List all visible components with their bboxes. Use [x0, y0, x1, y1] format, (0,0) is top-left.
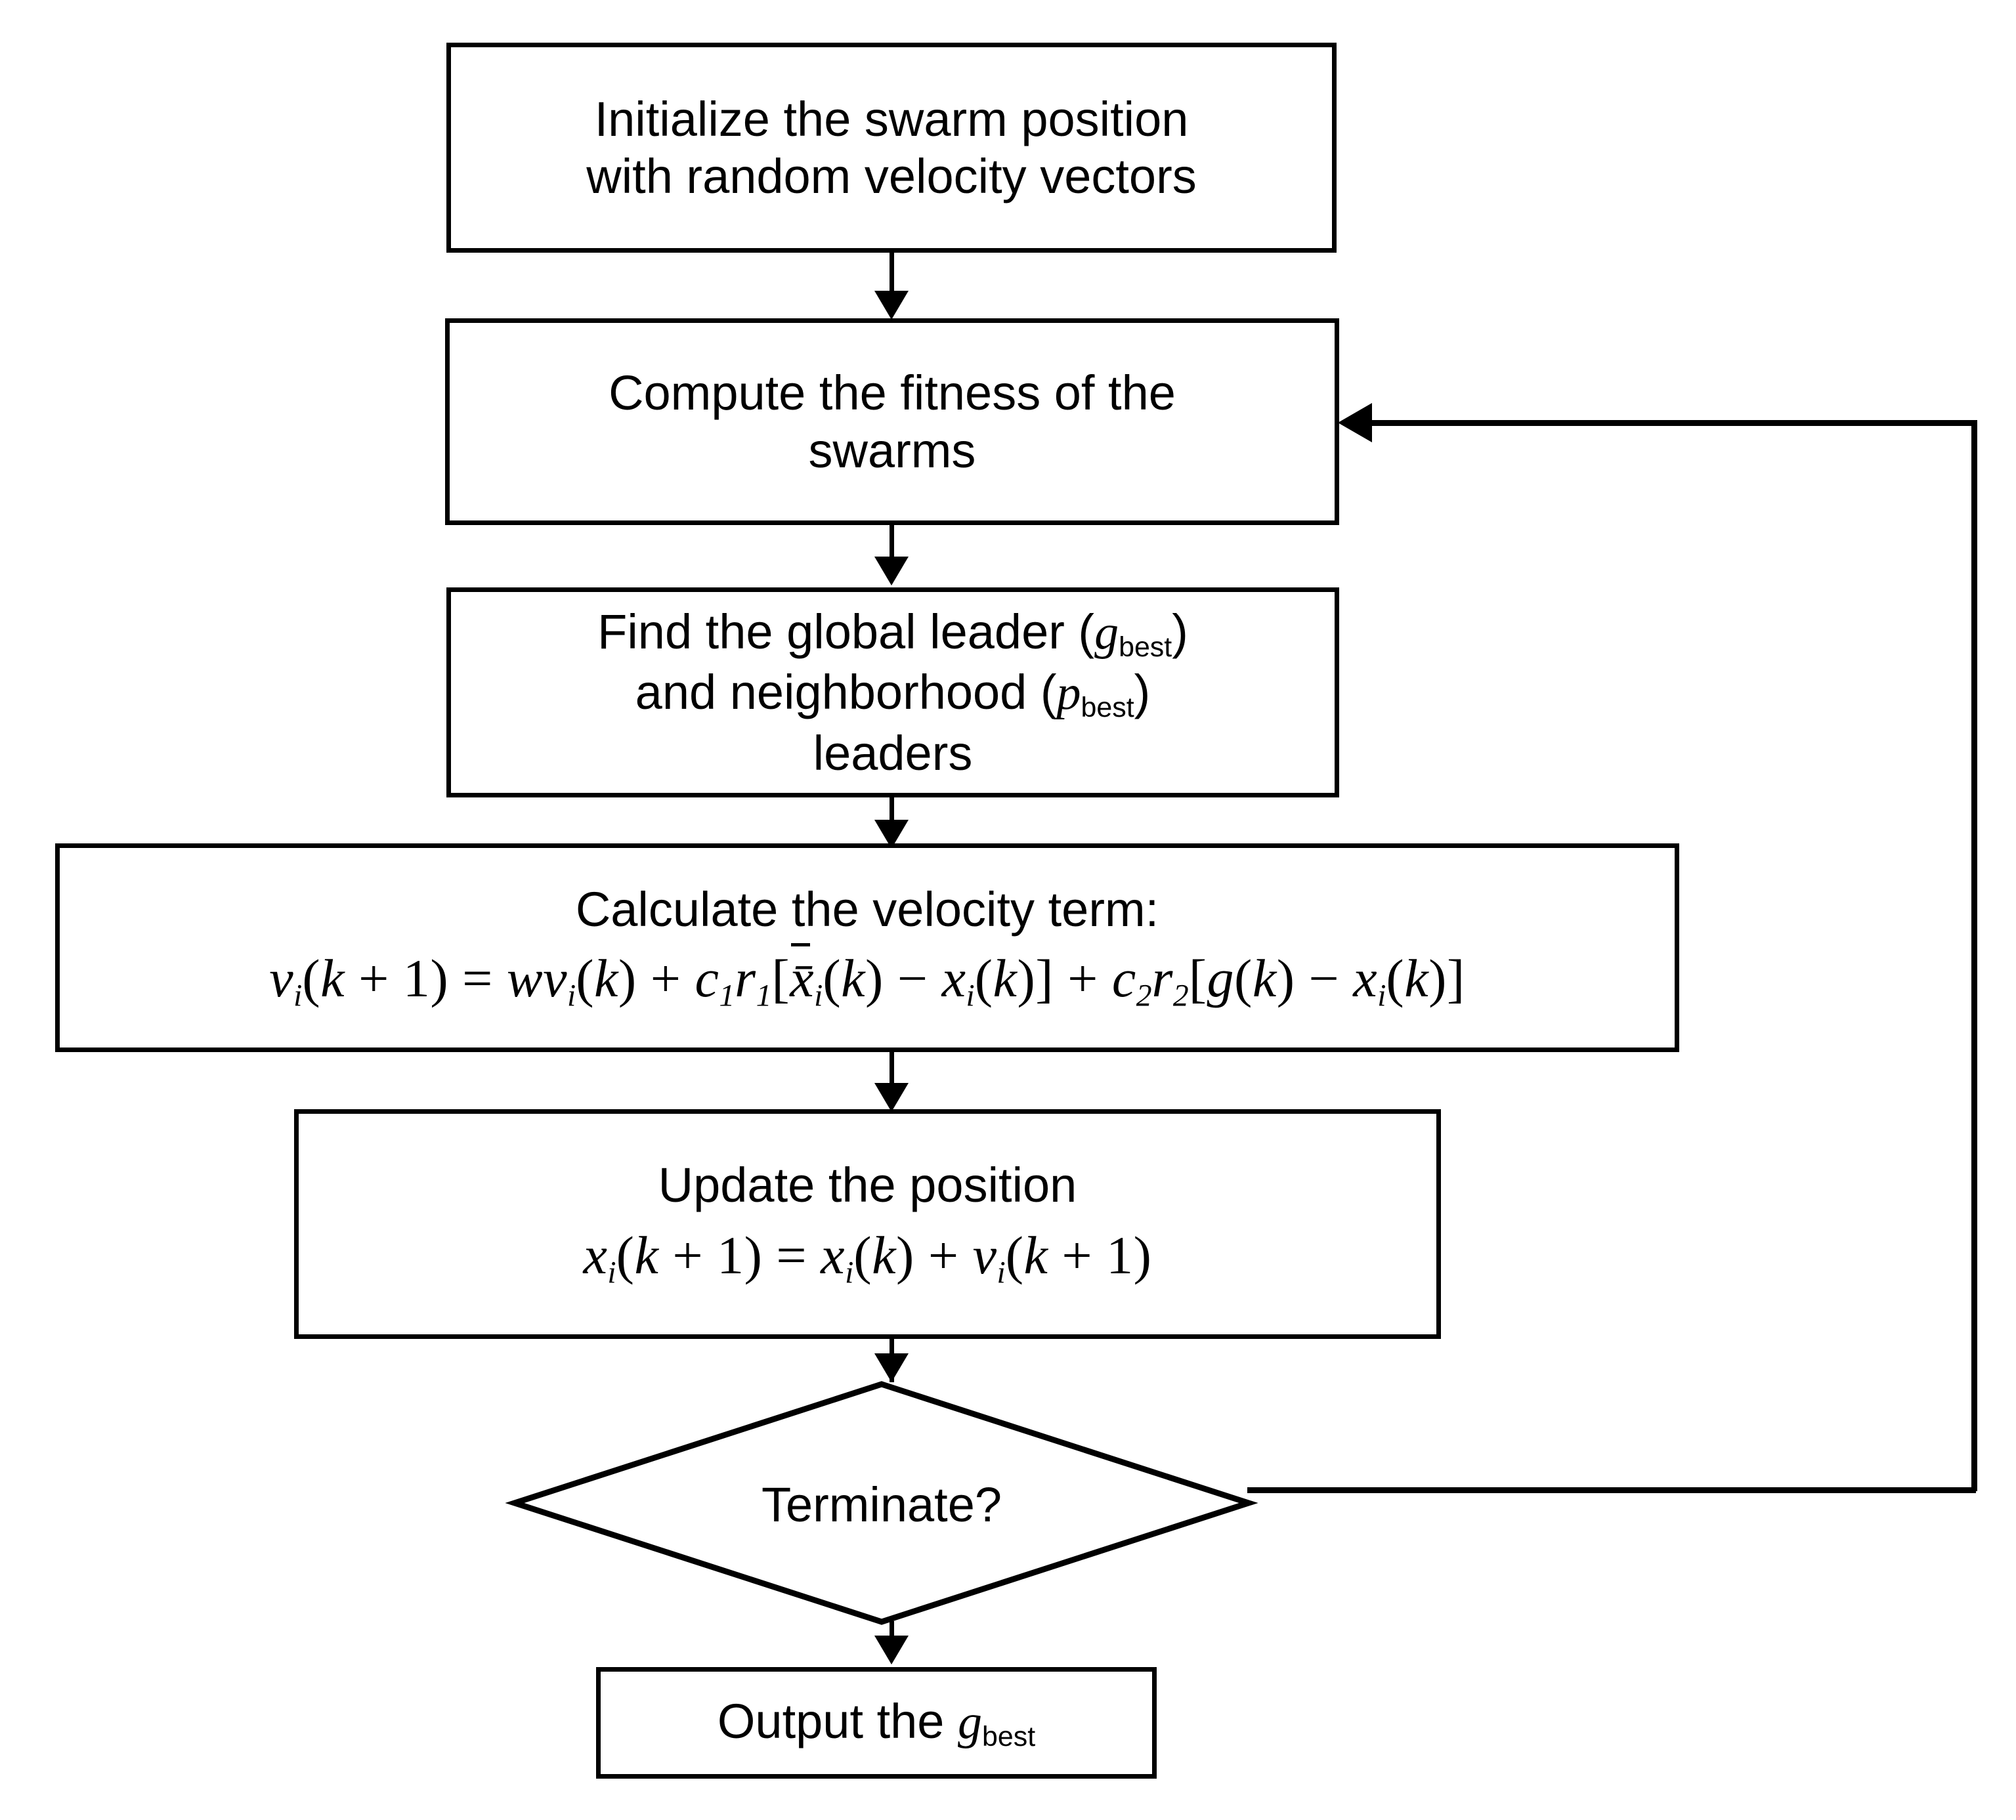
edge-initialize-to-compute-line — [890, 253, 894, 296]
node-initialize[interactable]: Initialize the swarm position with rando… — [446, 43, 1337, 253]
find-leaders-text-a: Find the global leader ( — [597, 604, 1095, 659]
node-initialize-line2: with random velocity vectors — [586, 149, 1197, 203]
node-initialize-line1: Initialize the swarm position — [594, 91, 1189, 146]
diamond-shape — [505, 1381, 1258, 1625]
node-compute-fitness[interactable]: Compute the fitness of the swarms — [445, 318, 1339, 525]
node-output-line1: Output the gbest — [718, 1693, 1035, 1754]
find-leaders-text-d: ) — [1134, 665, 1151, 720]
node-find-leaders-line2: and neighborhood (pbest) — [635, 664, 1151, 725]
node-terminate-label: Terminate? — [761, 1477, 1002, 1532]
node-find-leaders[interactable]: Find the global leader (gbest) and neigh… — [446, 587, 1339, 797]
find-leaders-pbest-var: p — [1056, 666, 1081, 721]
node-compute-fitness-line2: swarms — [808, 423, 976, 478]
edge-compute-to-find-arrow — [874, 557, 909, 585]
find-leaders-text-c: and neighborhood ( — [635, 665, 1057, 720]
edge-find-to-velocity-line — [890, 797, 894, 832]
output-gbest-sub: best — [982, 1720, 1036, 1752]
find-leaders-gbest-sub: best — [1119, 631, 1172, 663]
node-velocity-caption: Calculate the velocity term: — [575, 882, 1159, 937]
feedback-loop-right-rail — [1971, 420, 1977, 1491]
feedback-loop-bottom-segment — [1247, 1487, 1976, 1493]
edge-velocity-to-update-line — [890, 1052, 894, 1093]
node-terminate[interactable]: Terminate? — [505, 1381, 1258, 1625]
node-find-leaders-line3: leaders — [813, 726, 973, 780]
edge-terminate-to-output-line — [890, 1621, 894, 1641]
find-leaders-pbest-sub: best — [1081, 692, 1134, 724]
feedback-loop-top-segment — [1372, 420, 1976, 426]
find-leaders-text-b: ) — [1172, 604, 1188, 659]
edge-terminate-to-output-arrow — [874, 1636, 909, 1664]
edge-initialize-to-compute-arrow — [874, 291, 909, 320]
node-output[interactable]: Output the gbest — [596, 1667, 1157, 1779]
edge-compute-to-find-line — [890, 525, 894, 561]
node-find-leaders-line1: Find the global leader (gbest) — [597, 603, 1188, 664]
find-leaders-gbest-var: g — [1094, 605, 1119, 660]
node-calculate-velocity[interactable]: Calculate the velocity term: vi(k + 1) =… — [55, 843, 1679, 1052]
output-text: Output the — [717, 1693, 958, 1748]
edge-update-to-terminate-arrow — [874, 1353, 909, 1382]
edge-velocity-to-update-arrow — [874, 1083, 909, 1112]
node-update-caption: Update the position — [658, 1158, 1077, 1213]
node-update-position[interactable]: Update the position xi(k + 1) = xi(k) + … — [294, 1109, 1441, 1339]
node-update-formula: xi(k + 1) = xi(k) + vi(k + 1) — [583, 1225, 1152, 1290]
output-gbest-var: g — [958, 1695, 983, 1749]
feedback-loop-arrowhead — [1338, 403, 1372, 442]
node-compute-fitness-line1: Compute the fitness of the — [609, 366, 1176, 421]
node-velocity-formula: vi(k + 1) = wvi(k) + c1r1[x̄i(k) − xi(k)… — [269, 942, 1465, 1013]
